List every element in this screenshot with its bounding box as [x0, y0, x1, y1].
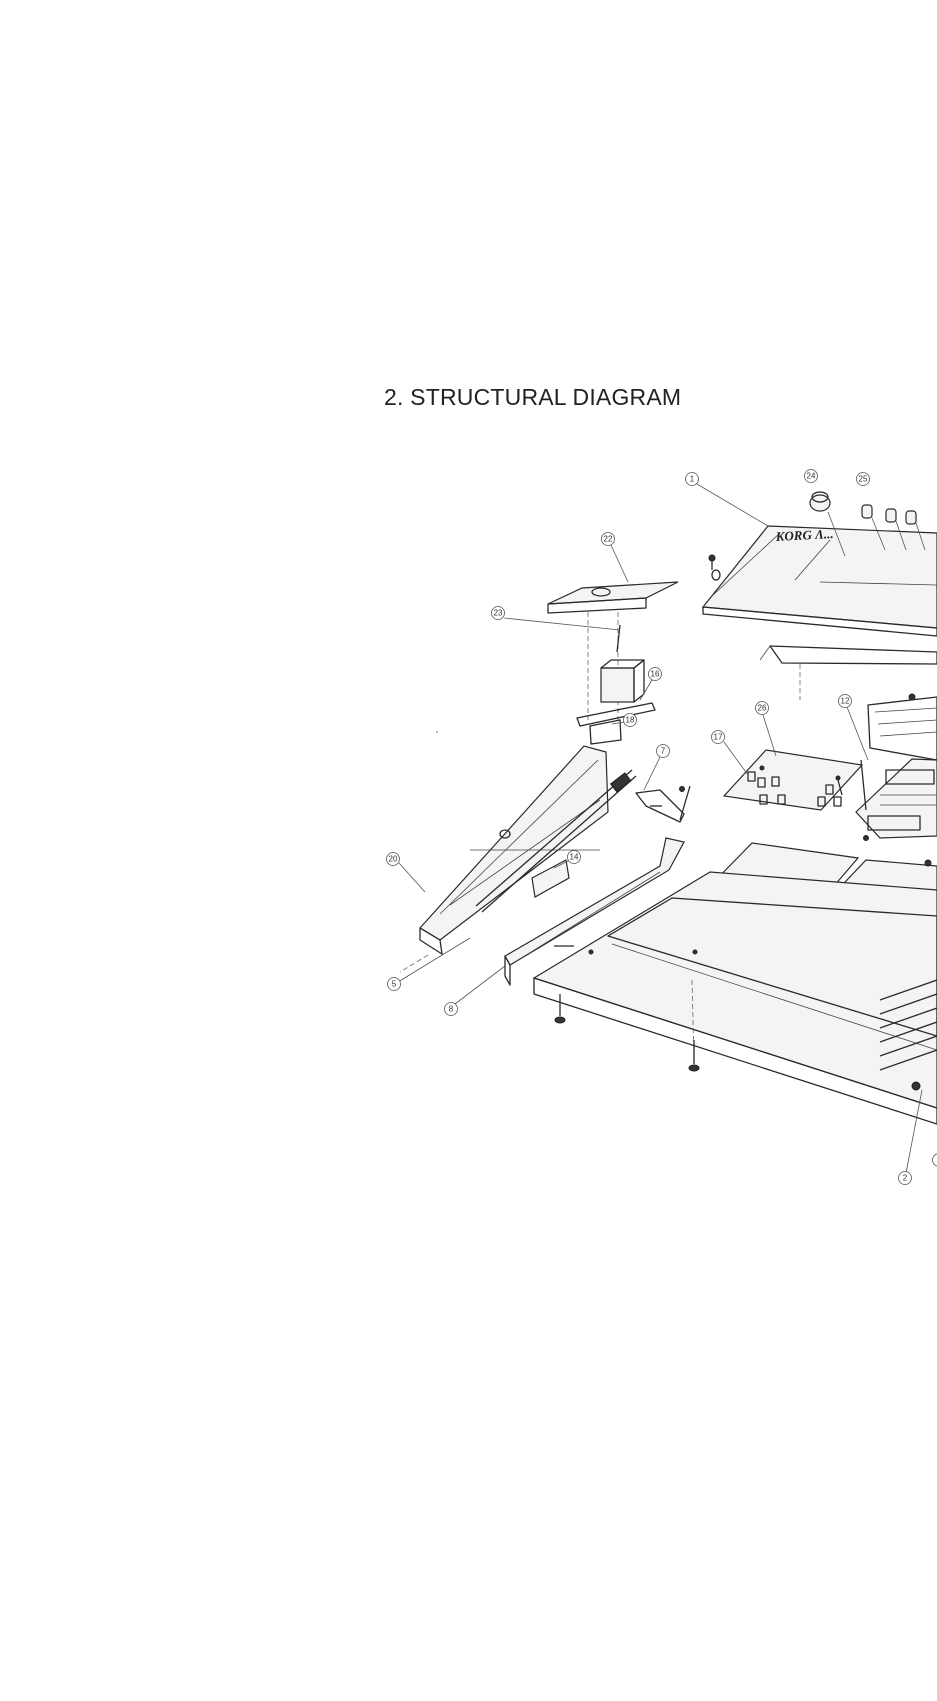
- top-rail: [759, 645, 937, 701]
- keyboard-board-upper: [867, 696, 937, 761]
- callout-8: 8: [444, 1002, 458, 1016]
- svg-text:7: 7: [661, 747, 666, 756]
- svg-text:25: 25: [859, 475, 868, 484]
- callout-16: 16: [648, 667, 662, 681]
- callout-2: 2: [898, 1171, 912, 1185]
- callout-24: 24: [804, 469, 818, 483]
- callout-1: 1: [685, 472, 699, 486]
- svg-text:8: 8: [449, 1005, 454, 1014]
- svg-text:17: 17: [714, 733, 723, 742]
- page-title: 2. STRUCTURAL DIAGRAM: [384, 384, 682, 410]
- callout-20: 20: [386, 852, 400, 866]
- top-panel: KORG Λ...: [701, 525, 937, 637]
- svg-text:14: 14: [570, 853, 579, 862]
- circuit-board-12: [835, 758, 937, 841]
- svg-text:2: 2: [903, 1174, 908, 1183]
- svg-text:26: 26: [758, 704, 767, 713]
- svg-text:1: 1: [690, 475, 695, 484]
- callout-14: 14: [567, 850, 581, 864]
- case-feet: [554, 945, 700, 1072]
- bracket-7: [635, 785, 691, 823]
- svg-text:22: 22: [604, 535, 613, 544]
- panel-logo: KORG Λ...: [774, 526, 834, 544]
- svg-text:23: 23: [494, 609, 503, 618]
- left-upper-assembly: [547, 581, 679, 745]
- left-triangle-module: [399, 745, 637, 973]
- callout-23: 23: [491, 606, 505, 620]
- callout-18: 18: [623, 713, 637, 727]
- svg-text:5: 5: [392, 980, 397, 989]
- callout-22: 22: [601, 532, 615, 546]
- callout-17: 17: [711, 730, 725, 744]
- svg-text:18: 18: [626, 716, 635, 725]
- callout-25: 25: [856, 472, 870, 486]
- long-rail-8: [504, 837, 685, 986]
- callout-4: 4: [932, 1153, 937, 1167]
- callout-12: 12: [838, 694, 852, 708]
- svg-text:24: 24: [807, 472, 816, 481]
- strip-14: [531, 859, 570, 898]
- svg-text:20: 20: [389, 855, 398, 864]
- svg-text:16: 16: [651, 670, 660, 679]
- circuit-board-17: [722, 749, 864, 811]
- callout-7: 7: [656, 744, 670, 758]
- svg-text:12: 12: [841, 697, 850, 706]
- callout-26: 26: [755, 701, 769, 715]
- knobs: [809, 491, 926, 557]
- leader-lines: [397, 483, 923, 1174]
- callout-5: 5: [387, 977, 401, 991]
